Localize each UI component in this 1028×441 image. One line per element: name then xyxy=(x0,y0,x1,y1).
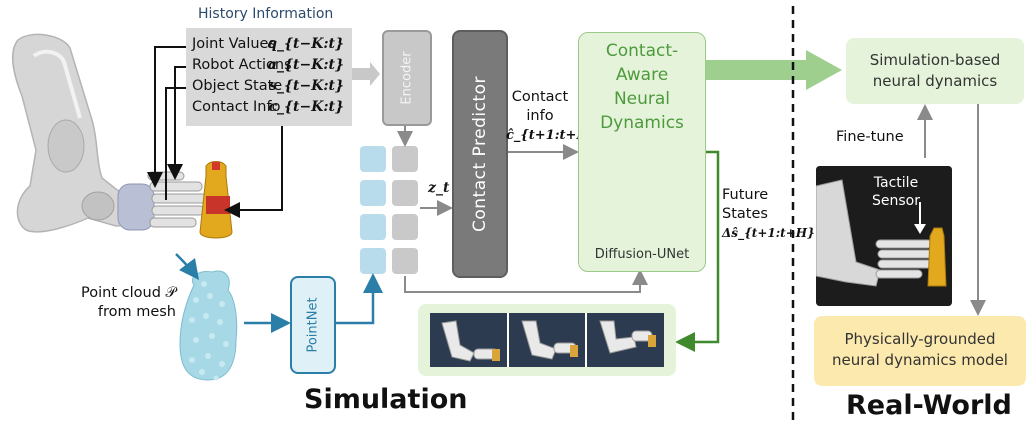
physically-grounded-model-box: Physically-grounded neural dynamics mode… xyxy=(814,316,1026,386)
tactile-sensor-label: Tactile Sensor xyxy=(872,175,920,209)
latent-tokens xyxy=(360,146,418,274)
history-title: History Information xyxy=(198,6,334,22)
history-joint-values: Joint Values xyxy=(192,36,277,52)
history-robot-actions: Robot Actions xyxy=(192,57,292,73)
history-joint-symbol: q_{t−K:t} xyxy=(267,36,344,52)
history-panel: Joint Values q_{t−K:t} Robot Actions a_{… xyxy=(186,28,352,126)
tactile-sensor-photo: Tactile Sensor xyxy=(816,166,952,306)
encoder-label: Encoder xyxy=(399,51,415,105)
pointnet-label: PointNet xyxy=(305,297,321,353)
point-cloud-label: Point cloud 𝒫 from mesh xyxy=(81,285,176,320)
future-states-symbol: Δŝ_{t+1:t+H} xyxy=(722,226,815,240)
history-to-encoder-arrow xyxy=(352,62,380,86)
contact-info-symbol: ĉ_{t+1:t+H} xyxy=(506,128,598,143)
contact-predictor-label: Contact Predictor xyxy=(470,76,490,232)
transfer-arrow xyxy=(706,50,842,90)
simulation-rollout-frames xyxy=(430,313,664,367)
history-contact-symbol: c_{t−K:t} xyxy=(268,99,344,115)
pointnet-block: PointNet xyxy=(290,276,336,374)
future-states-label: Future States Δŝ_{t+1:t+H} xyxy=(722,186,815,243)
history-object-state: Object State xyxy=(192,78,283,94)
dynamics-title: Contact- Aware Neural Dynamics xyxy=(600,41,684,133)
point-cloud-illustration xyxy=(179,270,238,381)
contact-info-label: Contact info ĉ_{t+1:t+H} xyxy=(506,89,598,143)
robot-arm-illustration xyxy=(12,33,233,239)
diffusion-unet-label: Diffusion-UNet xyxy=(594,247,690,262)
simulation-based-dynamics-box: Simulation-based neural dynamics xyxy=(846,38,1024,104)
history-contact-info: Contact Info xyxy=(192,99,281,115)
latent-label: z_t xyxy=(428,180,450,196)
contact-aware-dynamics-block: Contact- Aware Neural Dynamics Diffusion… xyxy=(578,32,706,272)
encoder-block: Encoder xyxy=(382,30,432,126)
real-world-section-label: Real-World xyxy=(846,390,1012,421)
fine-tune-label: Fine-tune xyxy=(836,129,904,145)
history-state-symbol: s_{t−K:t} xyxy=(269,78,344,94)
simulation-section-label: Simulation xyxy=(304,384,468,415)
contact-predictor-block: Contact Predictor xyxy=(452,30,508,278)
history-actions-symbol: a_{t−K:t} xyxy=(267,57,344,73)
